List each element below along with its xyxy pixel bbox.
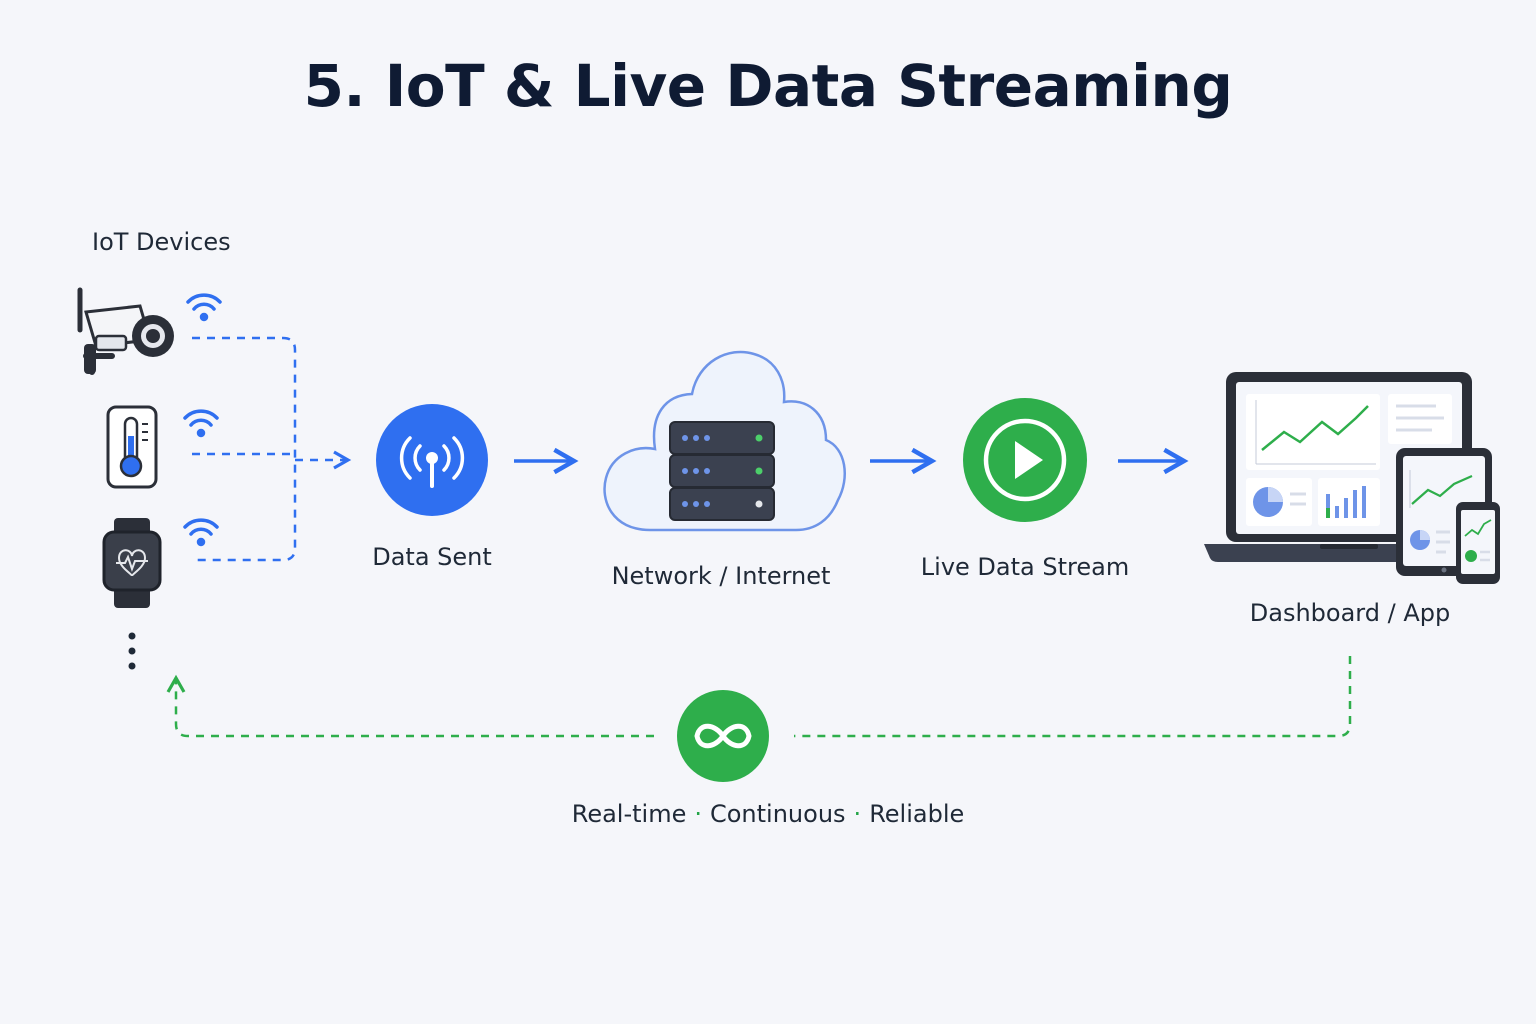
- feedback-loop: [166, 656, 1352, 738]
- step-label-dashboard: Dashboard / App: [1249, 599, 1451, 627]
- thermometer-icon: [106, 405, 158, 489]
- antenna-broadcast-icon: [376, 404, 488, 516]
- page-title: 5. IoT & Live Data Streaming: [303, 52, 1233, 120]
- step-label-live-stream: Live Data Stream: [920, 553, 1130, 581]
- tag-reliable: Reliable: [869, 800, 965, 828]
- play-icon: [963, 398, 1087, 522]
- devices-label: IoT Devices: [92, 228, 231, 256]
- tag-separator: ·: [694, 800, 702, 828]
- tag-continuous: Continuous: [709, 800, 846, 828]
- devices-dashboard-icon: [1204, 372, 1500, 584]
- wifi-icon: [186, 293, 222, 322]
- wifi-icon: [183, 409, 219, 438]
- loop-tagline: Real-time·Continuous·Reliable: [0, 800, 1536, 828]
- device-connectors: [192, 336, 352, 562]
- step-label-data-sent: Data Sent: [372, 543, 492, 571]
- cctv-camera-icon: [77, 287, 174, 375]
- tag-real-time: Real-time: [571, 800, 687, 828]
- step-label-network: Network / Internet: [611, 562, 831, 590]
- smartwatch-heart-icon: [102, 518, 162, 608]
- cloud-server-icon: [603, 350, 846, 532]
- wifi-icon: [183, 518, 219, 547]
- more-devices-icon: [128, 632, 136, 670]
- infinity-icon: [677, 690, 769, 782]
- tag-separator: ·: [853, 800, 862, 828]
